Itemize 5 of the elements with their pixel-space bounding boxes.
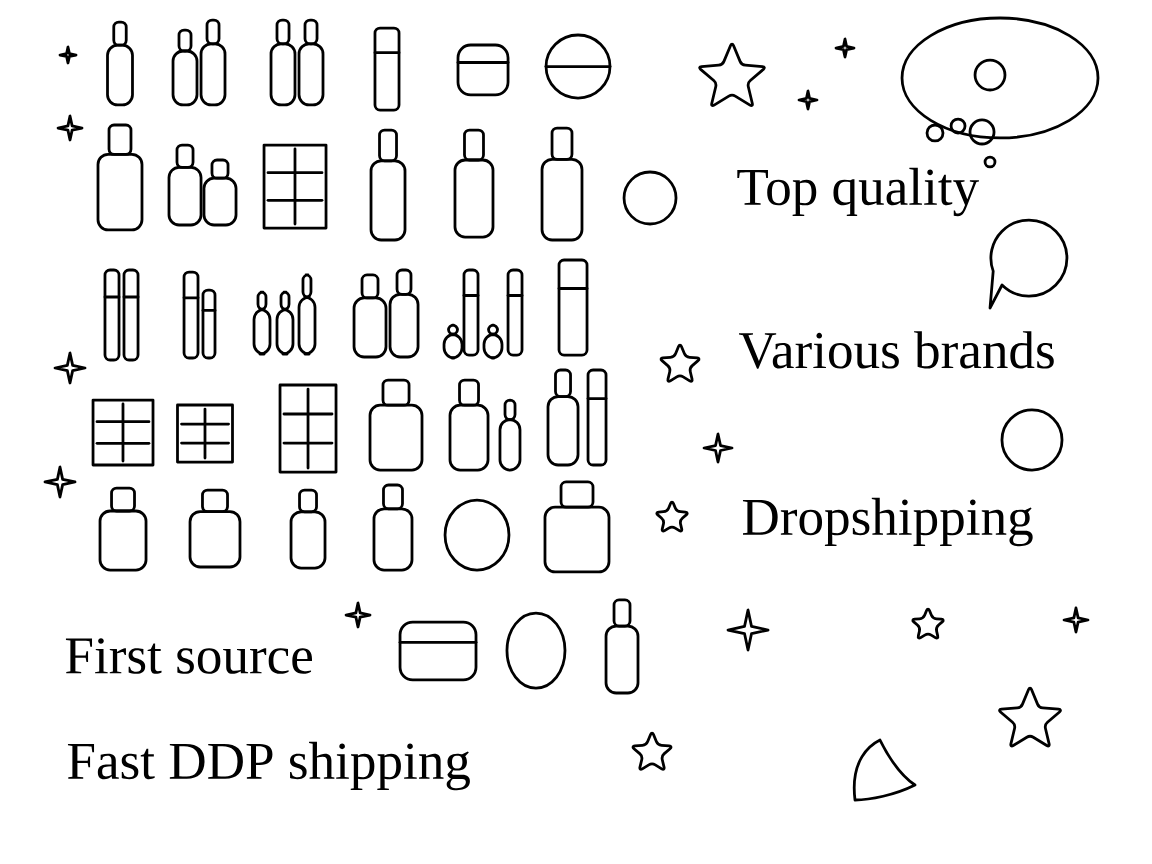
caption-text: Various brands — [739, 331, 1054, 369]
caption-text: Dropshipping — [742, 497, 1033, 547]
caption-text: Top quality — [737, 167, 979, 217]
caption-text: First source — [65, 638, 312, 674]
caption-text: Fast DDP shipping — [67, 741, 470, 791]
